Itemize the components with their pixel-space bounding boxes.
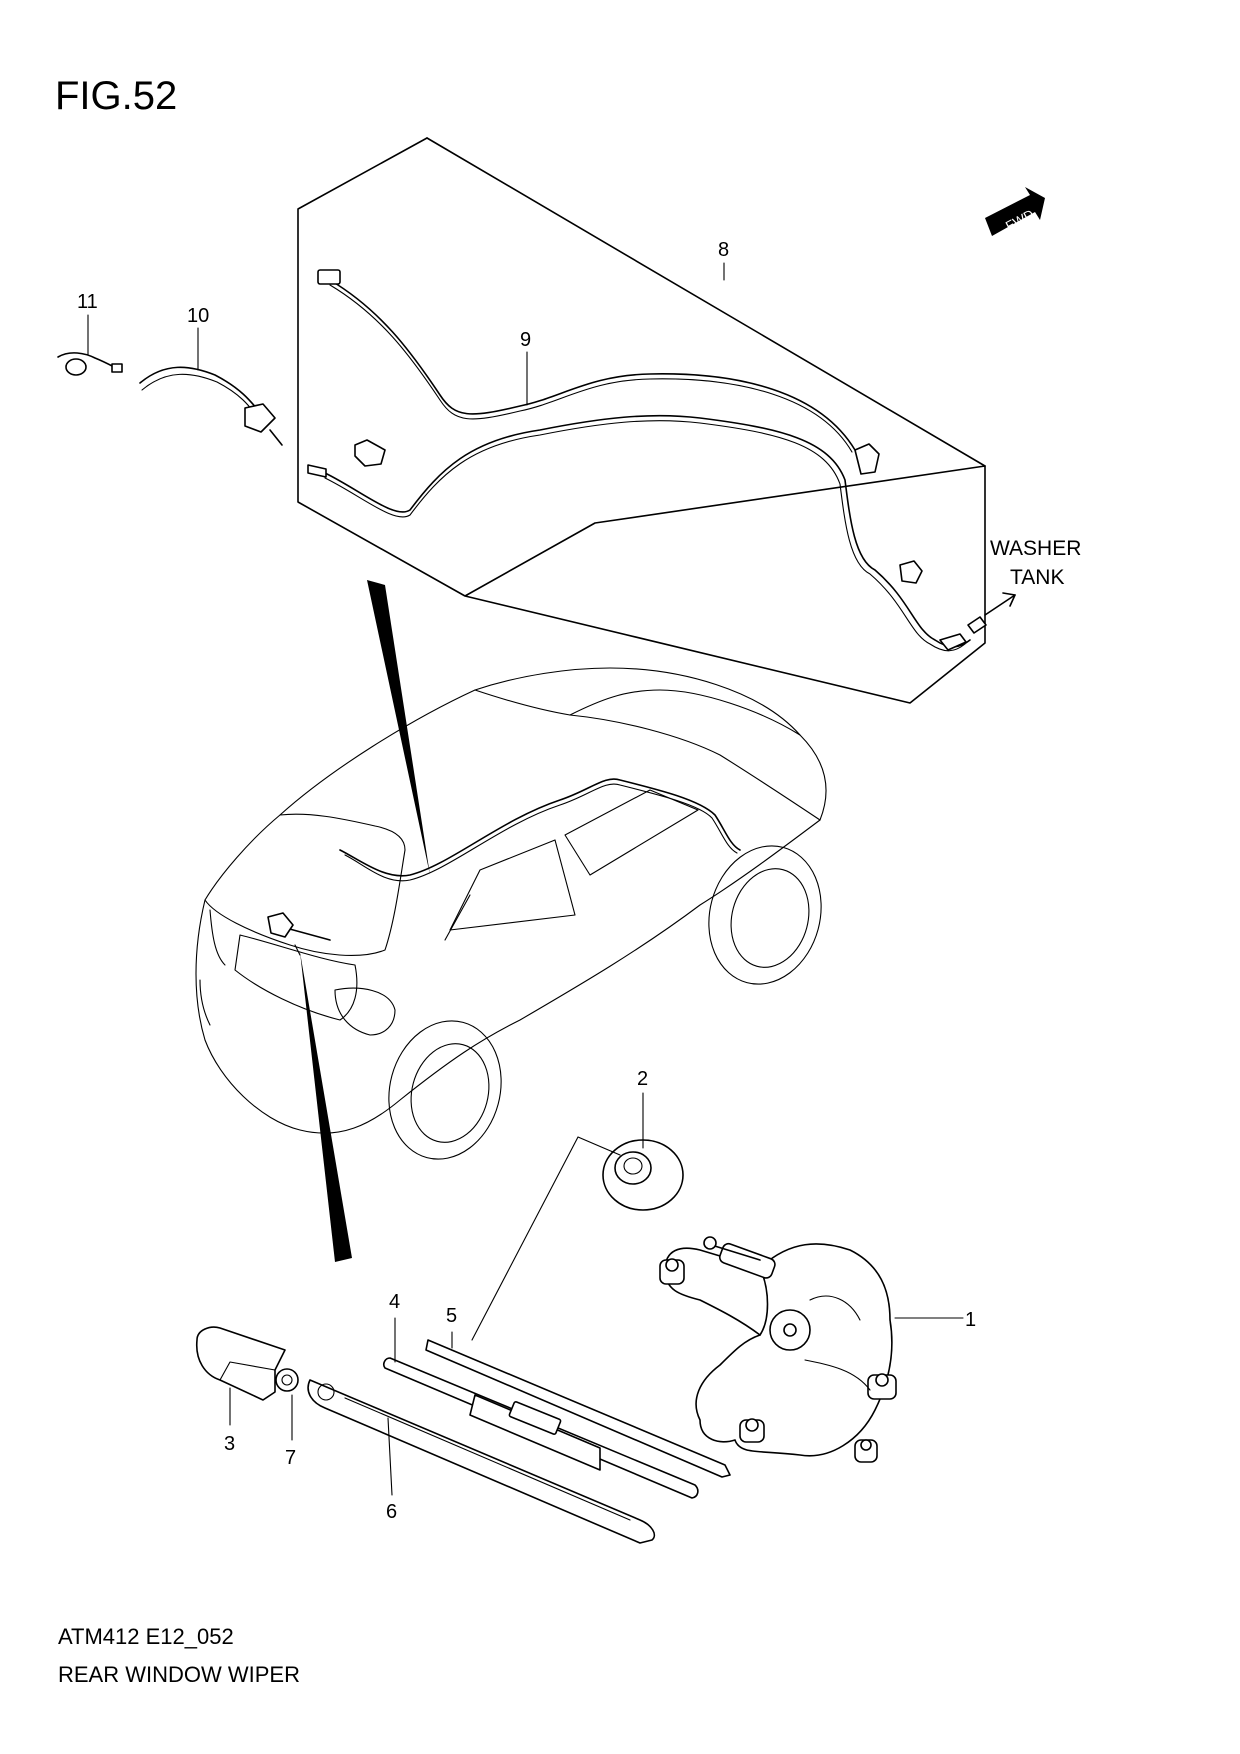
callout-8: 8 [718,239,729,261]
part-3-cap [195,1326,286,1401]
callout-7: 7 [285,1447,296,1469]
figure-title: FIG.52 [55,74,178,118]
part-5-blade-rubber [425,1339,731,1478]
part-10-hose [139,366,283,446]
leader-grommet [471,1136,621,1341]
callout-5: 5 [446,1305,457,1327]
callout-2: 2 [637,1068,648,1090]
hose-assembly-panel [297,137,986,704]
callout-3: 3 [224,1433,235,1455]
vehicle-outline [195,667,827,1160]
leader-wedge-bottom [300,952,352,1262]
callout-4: 4 [389,1291,400,1313]
callout-6: 6 [386,1501,397,1523]
leader-wedge-top [367,580,430,875]
callout-9: 9 [520,329,531,351]
washer-label-line2: TANK [1010,566,1064,589]
part-2-grommet [602,1139,684,1211]
washer-label-line1: WASHER [990,537,1081,560]
figure-code: ATM412 E12_052 [58,1624,234,1649]
callout-1: 1 [965,1309,976,1331]
washer-hose [307,269,987,652]
washer-tank-arrow-icon [984,592,1016,616]
part-6-wiper-arm [307,1379,656,1544]
part-1-motor [659,1236,897,1463]
fwd-arrow-icon: FWD [985,187,1045,236]
part-4-wiper-blade [383,1357,699,1499]
part-11-connector [57,352,123,376]
figure-name: REAR WINDOW WIPER [58,1662,300,1687]
part-7-nut [275,1368,299,1392]
callout-leaders [87,262,964,1496]
callout-11: 11 [77,291,98,313]
callout-10: 10 [187,305,209,327]
